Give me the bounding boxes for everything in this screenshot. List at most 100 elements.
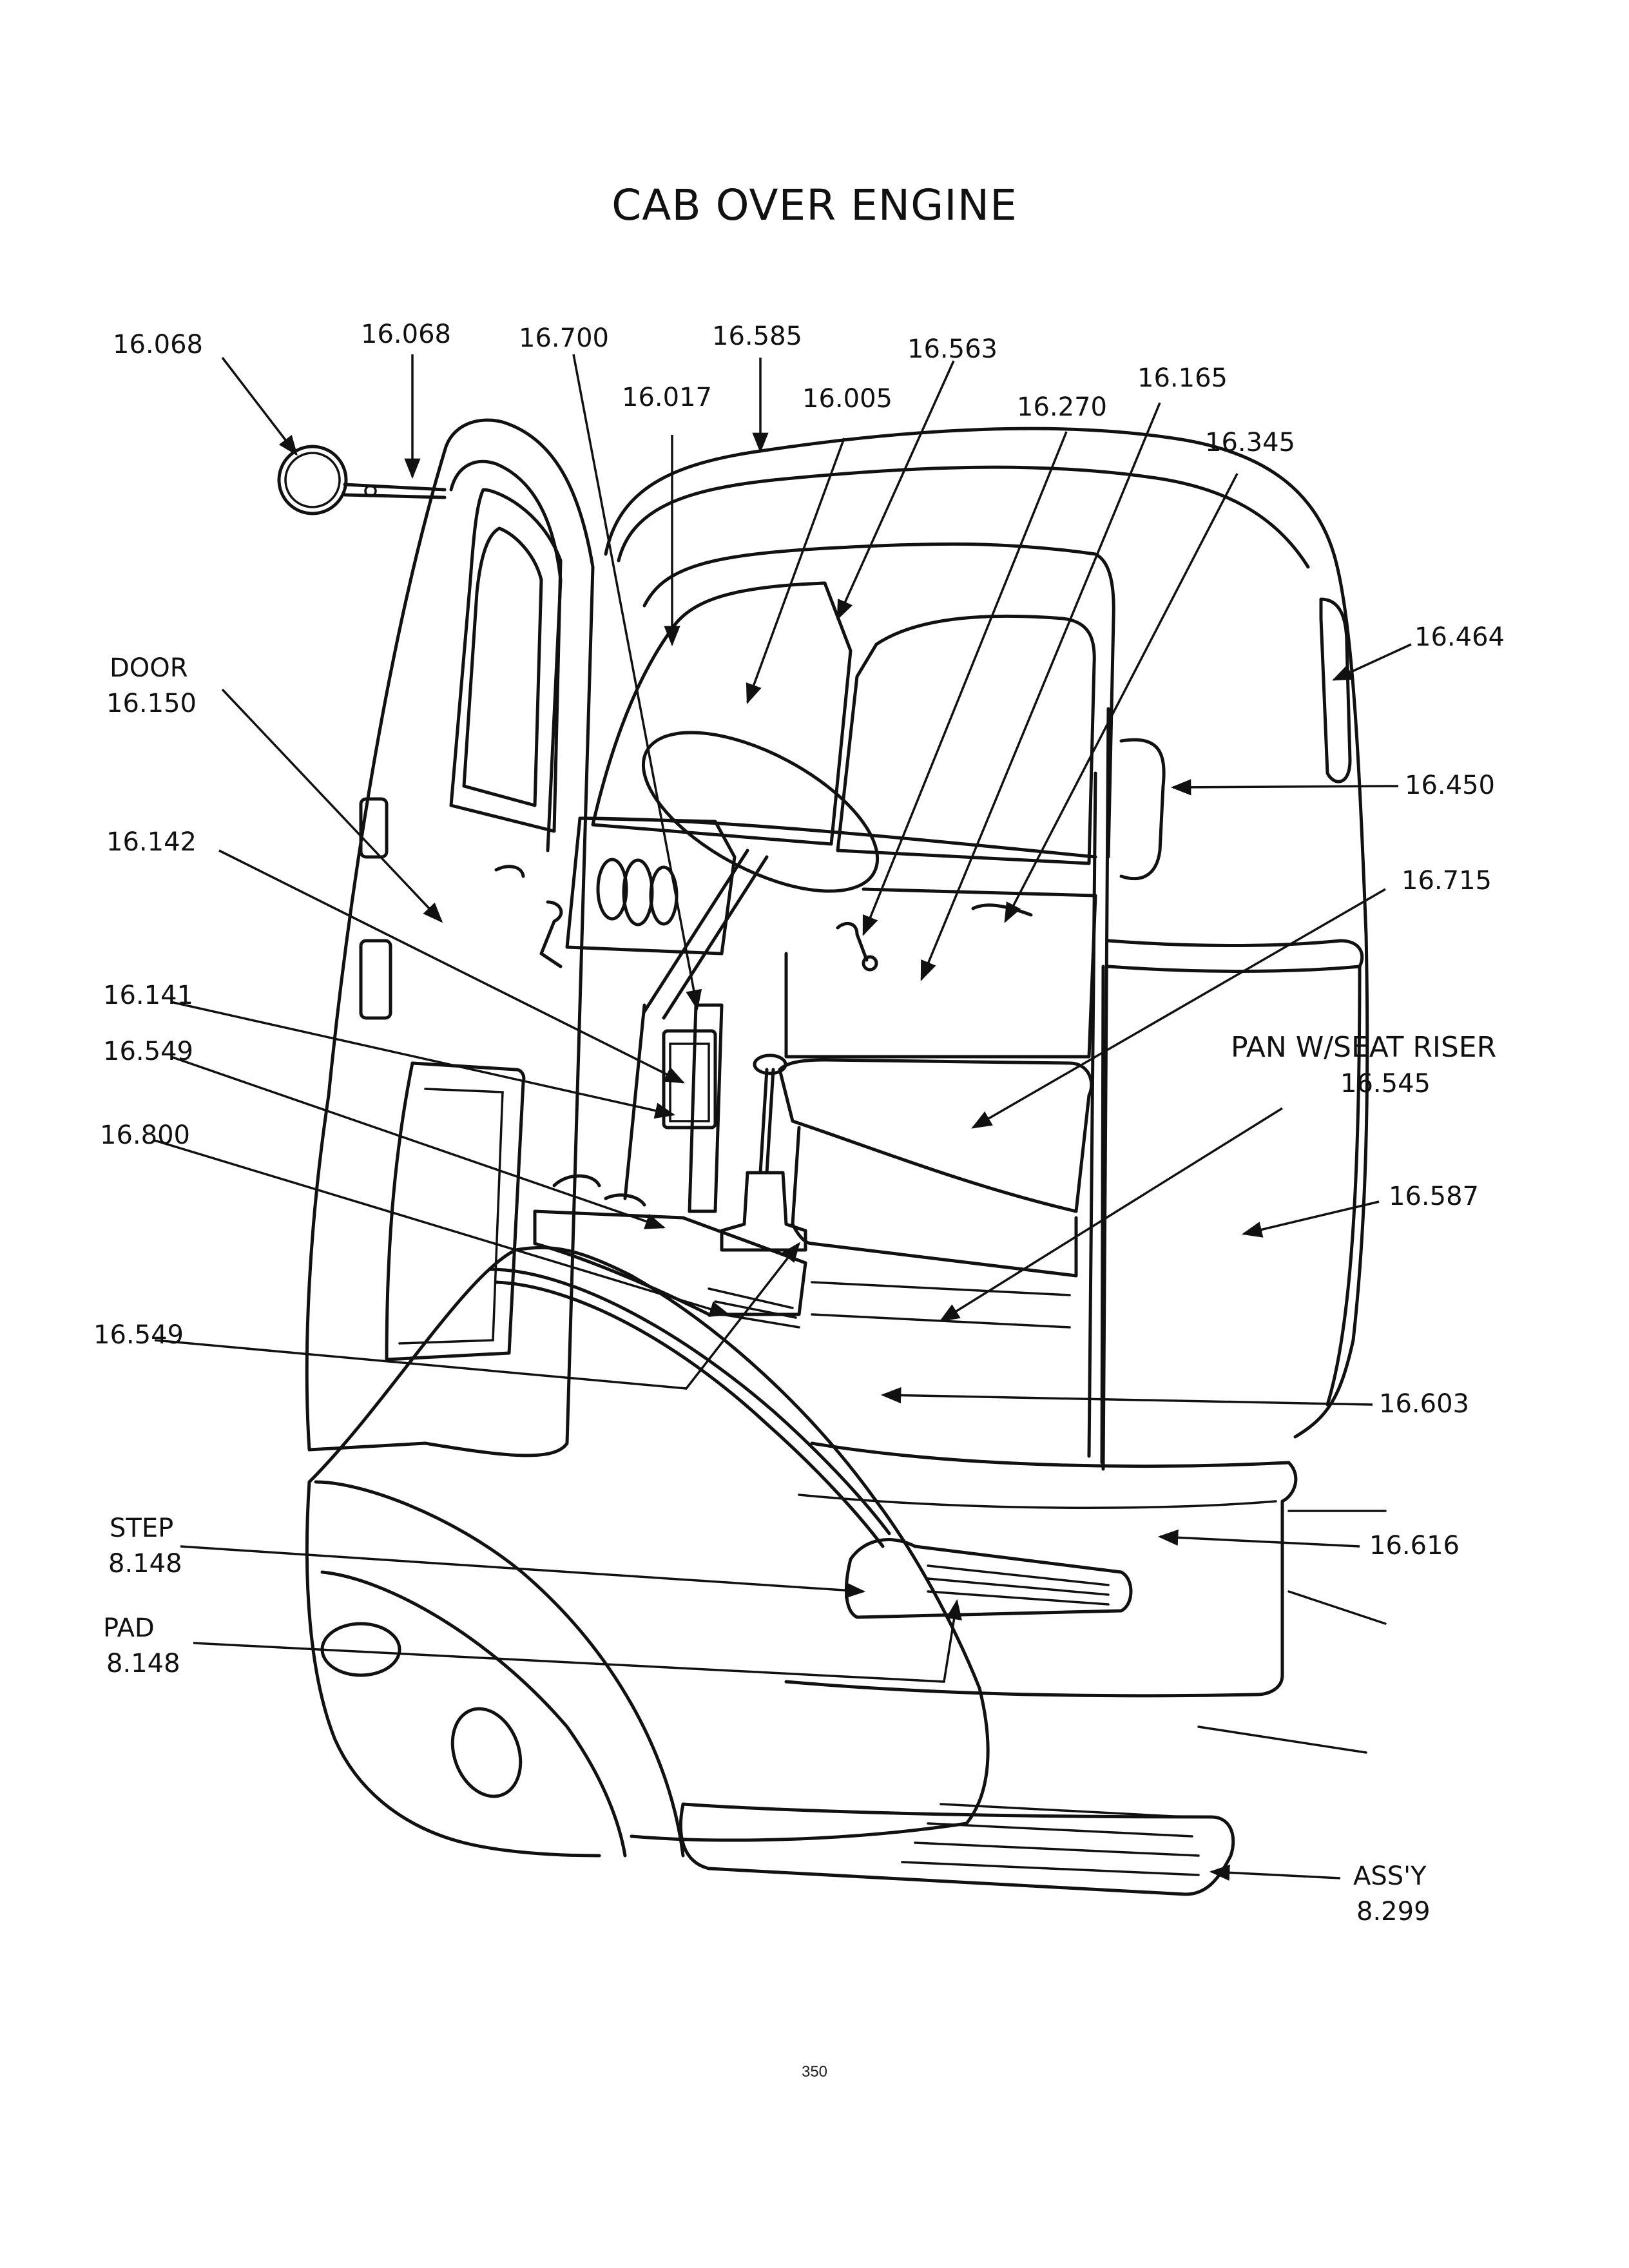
gauge-2 [622, 858, 654, 927]
front-panel-lower [305, 1480, 601, 1858]
callout-door-title: DOOR [110, 653, 188, 683]
callout-16270: 16.270 [1017, 392, 1107, 422]
leader-16005 [746, 437, 845, 704]
leader-16549-upper [170, 1055, 666, 1229]
leader-pad [193, 1599, 962, 1683]
callout-16700: 16.700 [519, 323, 609, 353]
door-hinge-upper [359, 939, 392, 1020]
windshield-left-pane [591, 581, 853, 846]
callout-16345: 16.345 [1205, 428, 1295, 457]
mirror-assembly [277, 445, 447, 515]
door-inner-handle [494, 865, 563, 968]
cab-roof-inner [617, 465, 1310, 569]
callout-door-number: 16.150 [106, 689, 197, 718]
wheel-arch [314, 1480, 685, 1858]
fender-step [845, 1538, 1133, 1619]
leader-door [221, 688, 443, 923]
dash-top [578, 816, 1097, 859]
interior-latch-left [836, 921, 869, 962]
seat-cushion [778, 1058, 1094, 1213]
door-window-glass [462, 526, 543, 807]
fender-bead-2 [494, 1280, 885, 1548]
callout-16603: 16.603 [1379, 1389, 1469, 1419]
interior-latch-right [971, 903, 1033, 917]
callout-16563: 16.563 [907, 334, 998, 364]
callout-16549-upper: 16.549 [103, 1037, 193, 1066]
mirror-arm-shape [343, 483, 447, 499]
windshield-right-pane [836, 614, 1096, 865]
callout-pad-title: PAD [103, 1613, 155, 1643]
door-hinge-lower [359, 797, 389, 859]
belt-moulding [1106, 939, 1364, 973]
leader-16800 [154, 1139, 731, 1317]
callout-labels: 16.068 16.068 16.700 16.585 16.563 16.01… [93, 320, 1505, 1927]
callout-pan-title: PAN W/SEAT RISER [1231, 1031, 1496, 1064]
callout-16165: 16.165 [1137, 363, 1228, 393]
leader-16587 [1241, 1200, 1380, 1238]
callout-16800: 16.800 [100, 1120, 190, 1150]
leader-16345 [1004, 473, 1239, 923]
leader-16464 [1332, 643, 1412, 681]
page-number: 350 [801, 2063, 828, 2081]
open-door-outer [305, 418, 595, 1457]
accelerator-pedals [552, 1174, 646, 1207]
leader-16450 [1170, 779, 1399, 796]
leader-16563 [836, 360, 955, 620]
door-window-frame [449, 488, 563, 833]
leader-16603 [880, 1387, 1373, 1406]
leader-16700 [572, 354, 702, 1011]
callout-pan-number: 16.545 [1340, 1069, 1431, 1099]
parking-lamp [450, 1707, 523, 1798]
windshield-frame [642, 542, 1115, 859]
callout-16068-left: 16.068 [113, 330, 203, 360]
steering-column [642, 849, 769, 1020]
cab-roof [604, 427, 1369, 1439]
fender-step-pad-ribs [927, 1564, 1110, 1606]
callout-assy-title: ASS'Y [1353, 1861, 1427, 1891]
leader-16549-lower [154, 1242, 800, 1390]
cab-back-wall [784, 887, 1097, 1059]
leader-16068-left [221, 356, 298, 456]
steering-wheel [641, 731, 880, 893]
cab-left-column [623, 1003, 724, 1213]
callout-16141: 16.141 [103, 981, 193, 1010]
running-board [679, 1802, 1235, 1896]
gauge-1 [596, 858, 628, 921]
open-door-inner-edge [449, 459, 563, 852]
callout-16450: 16.450 [1405, 771, 1495, 800]
leader-step [180, 1545, 866, 1599]
grab-handle [1119, 738, 1166, 881]
front-fender [307, 1245, 990, 1842]
leader-16270 [862, 431, 1068, 936]
leader-16715 [971, 888, 1386, 1129]
callout-step-number: 8.148 [108, 1549, 182, 1579]
leader-16545 [939, 1107, 1283, 1322]
rear-window-slot [1319, 597, 1352, 783]
callout-16549-lower: 16.549 [93, 1320, 184, 1350]
cab-illustration [305, 418, 1387, 1896]
shift-boot [720, 1171, 807, 1252]
running-board-ribs [901, 1803, 1200, 1876]
callout-pad-number: 8.148 [106, 1649, 180, 1678]
interior-latch-knob [862, 955, 878, 972]
rocker-panel [784, 1441, 1298, 1698]
chassis-rail-lower [1197, 1725, 1367, 1754]
callout-16464: 16.464 [1414, 622, 1505, 652]
glove-box-inner [669, 1043, 710, 1122]
callout-16585: 16.585 [712, 322, 802, 351]
mirror-glass [284, 452, 341, 508]
callout-16142: 16.142 [106, 827, 197, 857]
page-title: CAB OVER ENGINE [612, 180, 1017, 230]
callout-16715: 16.715 [1402, 866, 1492, 896]
cab-side-panel [1100, 965, 1362, 1465]
fender-bead [488, 1267, 891, 1535]
callout-16005: 16.005 [802, 384, 892, 414]
leader-16141 [170, 1001, 676, 1119]
door-inner-panel-rim [398, 1088, 504, 1345]
leader-16142 [218, 849, 685, 1084]
glove-box [662, 1029, 717, 1129]
leader-assy [1209, 1864, 1341, 1881]
chassis-rail-mid [1287, 1590, 1387, 1625]
mirror-arm-bolt [364, 485, 377, 497]
